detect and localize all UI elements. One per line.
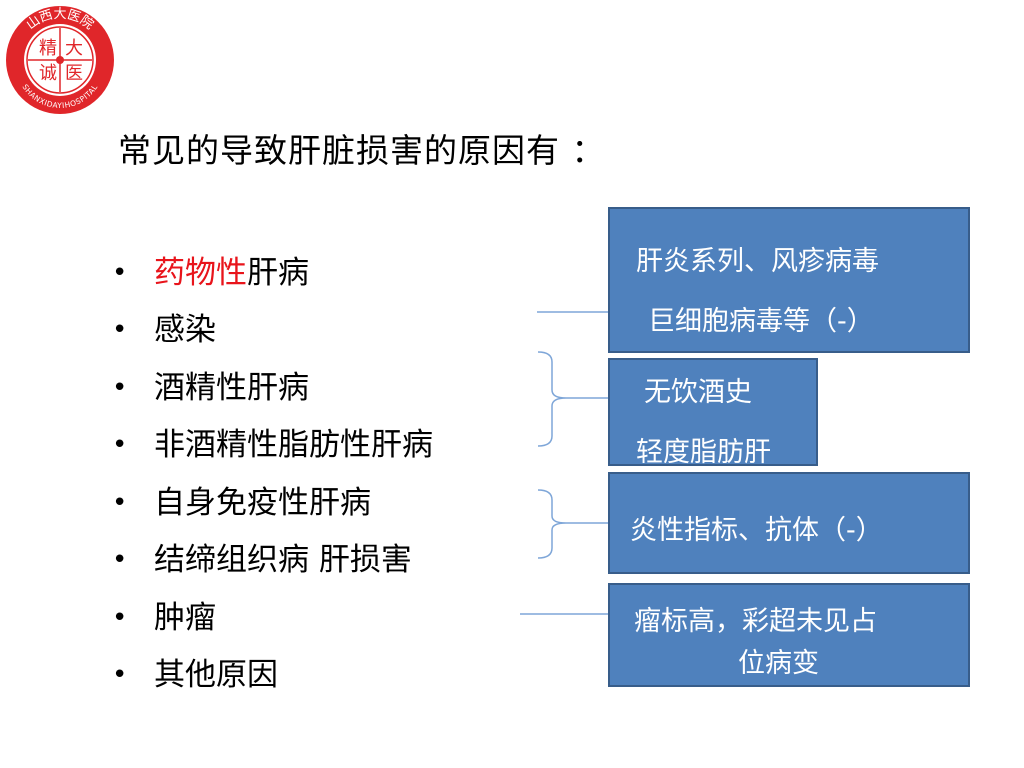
list-item: • 自身免疫性肝病 <box>112 474 433 532</box>
cause-list: • 药物性肝病 • 感染 • 酒精性肝病 • 非酒精性脂肪性肝病 • 自身免疫性肝病 • 结… <box>112 244 433 704</box>
list-item: • 酒精性肝病 <box>112 359 433 417</box>
list-item: • 结缔组织病 肝损害 <box>112 532 433 590</box>
logo-char: 精 <box>39 38 57 59</box>
bullet-icon: • <box>112 602 128 633</box>
box-text-line: 瘤标高，彩超未见占 <box>634 606 877 637</box>
box-text-line: 炎性指标、抗体（-） <box>630 515 883 546</box>
bullet-icon: • <box>112 430 128 461</box>
list-item: • 其他原因 <box>112 647 433 705</box>
page-title: 常见的导致肝脏损害的原因有 ： <box>118 131 606 170</box>
list-item-text: 肝病 <box>247 254 309 291</box>
list-item-highlight: 药物性 <box>154 254 247 291</box>
bullet-icon: • <box>112 487 128 518</box>
list-item-text: 肿瘤 <box>154 599 216 636</box>
logo-char: 大 <box>65 38 83 59</box>
list-item-text: 非酒精性脂肪性肝病 <box>154 427 433 464</box>
list-item: • 感染 <box>112 302 433 360</box>
hospital-logo: 精 大 诚 医 山西大医院 SHANXIDAYIHOSPITAL <box>6 6 114 114</box>
brace-autoimmune <box>537 489 567 559</box>
logo-char: 医 <box>65 63 83 84</box>
box-text-line: 无饮酒史 <box>644 377 752 408</box>
list-item-text: 自身免疫性肝病 <box>154 484 371 521</box>
list-item-text: 酒精性肝病 <box>154 369 309 406</box>
box-text-line: 肝炎系列、风疹病毒 <box>636 246 879 277</box>
list-item-text: 感染 <box>154 312 216 349</box>
list-item-text: 结缔组织病 肝损害 <box>154 542 412 579</box>
box-text-line: 轻度脂肪肝 <box>636 437 771 468</box>
box-text-line: 巨细胞病毒等（-） <box>648 306 874 337</box>
list-item: • 非酒精性脂肪性肝病 <box>112 417 433 475</box>
alcohol-note-box: 无饮酒史 轻度脂肪肝 <box>608 358 818 468</box>
list-item: • 药物性肝病 <box>112 244 433 302</box>
brace-alcohol <box>537 351 567 447</box>
bullet-icon: • <box>112 257 128 288</box>
bullet-icon: • <box>112 315 128 346</box>
box-text-line: 位病变 <box>738 648 819 679</box>
tumor-note-box: 瘤标高，彩超未见占 位病变 <box>608 583 970 687</box>
logo-char: 诚 <box>39 63 57 84</box>
list-item: • 肿瘤 <box>112 589 433 647</box>
autoimmune-note-box: 炎性指标、抗体（-） <box>608 472 970 574</box>
bullet-icon: • <box>112 372 128 403</box>
infection-note-box: 肝炎系列、风疹病毒 巨细胞病毒等（-） <box>608 207 970 353</box>
bullet-icon: • <box>112 545 128 576</box>
bullet-icon: • <box>112 660 128 691</box>
list-item-text: 其他原因 <box>154 657 278 694</box>
